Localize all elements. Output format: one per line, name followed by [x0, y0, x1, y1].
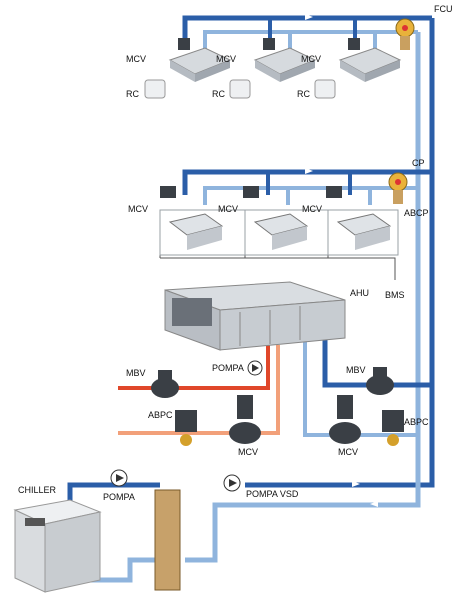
label-rc-3: RC — [297, 89, 310, 99]
ceiling-panel-3 — [326, 186, 398, 255]
label-cp-mcv-2: MCV — [218, 204, 238, 214]
mcv-right-valve — [329, 395, 361, 444]
label-abpc-left: ABPC — [148, 410, 173, 420]
air-handling-unit — [165, 282, 345, 350]
label-fcu-mcv-1: MCV — [126, 54, 146, 64]
label-mbv-right: MBV — [346, 365, 366, 375]
room-controller-1 — [145, 80, 165, 98]
label-fcu-mcv-3: MCV — [301, 54, 321, 64]
label-mcv-right-bottom: MCV — [338, 447, 358, 457]
abpc-right-valve — [382, 410, 404, 446]
label-chiller: CHILLER — [18, 485, 57, 495]
label-ahu: AHU — [350, 288, 369, 298]
abpc-left-valve — [175, 410, 197, 446]
mbv-left-valve — [151, 370, 179, 398]
ceiling-panel-1 — [160, 186, 245, 255]
mcv-left-valve — [229, 395, 261, 444]
mbv-right-valve — [366, 367, 394, 395]
label-mbv-left: MBV — [126, 368, 146, 378]
cp-return-header — [205, 188, 418, 205]
fcu-balancing-valve — [396, 19, 414, 50]
ahu-pump-icon — [248, 361, 262, 375]
buffer-tank — [155, 490, 180, 590]
room-controller-3 — [315, 80, 335, 98]
room-controller-2 — [230, 80, 250, 98]
cp-balancing-valve — [389, 173, 407, 204]
bms-line — [160, 258, 395, 280]
label-pompa-vsd: POMPA VSD — [246, 489, 299, 499]
label-fcu-mcv-2: MCV — [216, 54, 236, 64]
fan-coil-unit-3 — [340, 38, 400, 82]
vsd-pump-icon — [224, 475, 240, 491]
ceiling-panel-2 — [243, 186, 328, 255]
chiller-pump-icon — [111, 470, 127, 486]
label-abpc-right: ABPC — [404, 417, 429, 427]
fcu-return-header — [205, 32, 418, 50]
label-bms: BMS — [385, 290, 405, 300]
label-mcv-left-bottom: MCV — [238, 447, 258, 457]
label-pompa-chiller: POMPA — [103, 492, 135, 502]
label-fcu: FCU — [434, 4, 453, 14]
label-pompa-ahu: POMPA — [212, 363, 244, 373]
chiller-unit — [15, 500, 100, 592]
label-cp: CP — [412, 158, 425, 168]
label-rc-2: RC — [212, 89, 225, 99]
label-rc-1: RC — [126, 89, 139, 99]
label-cp-mcv-1: MCV — [128, 204, 148, 214]
label-abcp: ABCP — [404, 208, 429, 218]
cp-units — [160, 173, 407, 255]
label-cp-mcv-3: MCV — [302, 204, 322, 214]
